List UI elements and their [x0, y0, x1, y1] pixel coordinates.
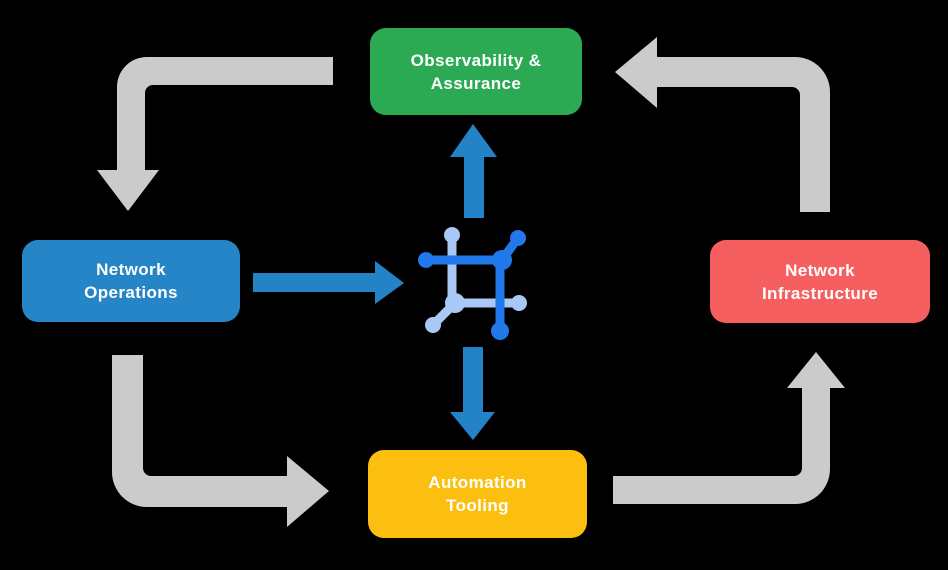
mesh-bottomleft-junction: [445, 293, 465, 313]
node-label-line: Observability &: [410, 50, 542, 70]
arrow-infrastructure-to-observability: [615, 37, 830, 212]
arrow-observability-to-operations: [97, 57, 333, 211]
node-label-line: Assurance: [430, 73, 522, 93]
node-network-infrastructure: Network Infrastructure: [710, 240, 930, 323]
node-label-line: Infrastructure: [761, 283, 879, 303]
node-observability-assurance: Observability & Assurance: [370, 28, 582, 115]
mesh-right-node: [511, 295, 527, 311]
mesh-bottom-node: [491, 322, 509, 340]
node-label-line: Operations: [84, 283, 178, 302]
node-label-line: Automation: [428, 473, 527, 492]
node-label-line: Tooling: [446, 496, 509, 515]
arrow-automation-to-infrastructure: [613, 352, 845, 504]
arrow-center-to-observability: [450, 124, 497, 218]
node-network-operations: Network Operations: [22, 240, 240, 322]
mesh-top-node: [444, 227, 460, 243]
node-label-line: Network: [785, 260, 855, 280]
network-mesh-icon: [418, 227, 527, 340]
node-label-line: Network: [96, 260, 166, 279]
mesh-left-node: [418, 252, 434, 268]
mesh-topright-node: [510, 230, 526, 246]
mesh-bottomleft-node: [425, 317, 441, 333]
arrow-center-to-automation: [450, 347, 495, 440]
mesh-topright-junction: [492, 250, 512, 270]
arrow-operations-to-automation: [112, 355, 329, 527]
node-automation-tooling: Automation Tooling: [368, 450, 587, 538]
arrow-operations-to-center: [253, 261, 404, 304]
